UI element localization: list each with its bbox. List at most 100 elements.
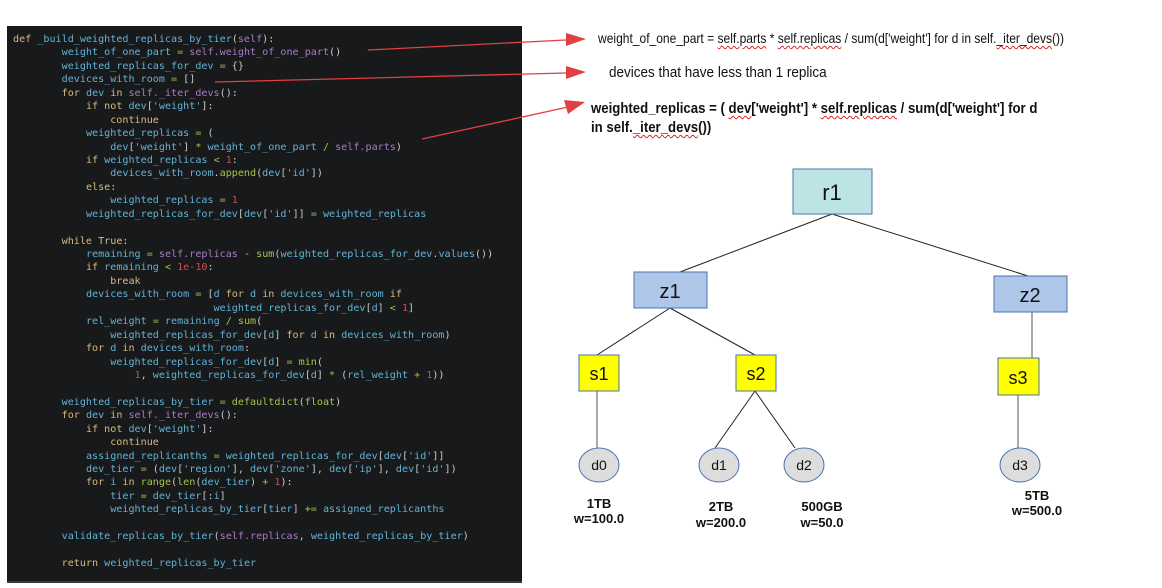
code-line: weighted_replicas_by_tier = defaultdict(…: [13, 396, 493, 409]
spellcheck-word: self.replicas: [820, 100, 897, 117]
region-node-r1: r1: [792, 168, 873, 215]
code-token: 1: [401, 302, 409, 314]
code-token: dev: [243, 208, 263, 220]
zone-label: z1: [659, 281, 680, 303]
annotation-text: ()): [698, 119, 712, 136]
server-label: s1: [589, 364, 608, 384]
code-token: :: [207, 262, 214, 274]
code-line: tier = dev_tier[:i]: [13, 490, 493, 503]
code-token: for: [61, 87, 86, 99]
spellcheck-word: self.parts: [717, 30, 767, 46]
code-token: ): [250, 477, 263, 489]
code-token: weighted_replicas_by_tier: [61, 396, 220, 408]
code-token: min: [298, 356, 317, 368]
code-line: devices_with_room = []: [13, 73, 493, 86]
code-token: dev: [395, 464, 415, 475]
code-token: 'region': [183, 464, 232, 475]
code-token: if not: [85, 423, 129, 435]
code-token: weighted_replicas: [322, 208, 427, 220]
device-node-d2: d2 500GB w=50.0: [783, 447, 844, 530]
code-line: else:: [13, 181, 493, 194]
code-token: weighted_replicas_for_dev: [85, 208, 238, 220]
code-token: 'weight': [152, 423, 202, 435]
code-token: =: [177, 47, 184, 59]
code-token: 'zone': [274, 464, 311, 475]
arrow-head-1: [566, 33, 586, 46]
code-token: =: [219, 60, 226, 72]
code-token: [: [262, 504, 269, 516]
code-token: 'id': [268, 208, 293, 220]
code-token: devices_with_room: [341, 329, 445, 341]
code-line: weighted_replicas_for_dev[dev['id']] = w…: [13, 208, 493, 221]
code-token: self._iter_devs: [128, 410, 220, 422]
region-label: r1: [822, 180, 842, 205]
code-token: d: [213, 289, 226, 301]
code-token: :: [122, 235, 129, 247]
code-line: break: [13, 275, 493, 288]
code-token: weighted_replicas: [110, 195, 220, 207]
zone-node-z2: z2: [993, 275, 1068, 313]
code-token: 'ip': [353, 464, 378, 475]
code-token: return: [61, 558, 105, 570]
code-token: i: [110, 477, 123, 489]
device-weight: w=200.0: [695, 515, 746, 530]
code-token: )): [432, 369, 445, 381]
device-label: d3: [1012, 457, 1028, 473]
code-token: weighted_replicas: [104, 154, 214, 166]
code-token: [: [146, 101, 153, 113]
code-token: ]]: [292, 208, 311, 220]
device-label: d1: [711, 457, 727, 473]
code-token: tier: [110, 490, 141, 502]
code-line: weighted_replicas_for_dev[d] for d in de…: [13, 329, 493, 342]
code-line: devices_with_room = [d for d in devices_…: [13, 288, 493, 301]
code-token: i: [213, 490, 220, 502]
edge-r1-z2: [831, 213, 1029, 277]
code-line: weighted_replicas_by_tier[tier] += assig…: [13, 503, 493, 516]
code-token: in: [110, 410, 129, 422]
code-token: weighted_replicas_for_dev: [280, 249, 433, 260]
code-token: tier: [268, 504, 293, 516]
code-token: dev: [383, 450, 402, 462]
tree-edges: [596, 213, 1033, 449]
code-token: dev: [110, 141, 129, 153]
code-token: (: [201, 128, 214, 140]
code-token: 1: [231, 195, 238, 207]
code-token: ]: [408, 302, 415, 314]
code-line: for dev in self._iter_devs():: [13, 409, 493, 422]
code-token: defaultdict: [231, 396, 299, 408]
device-node-d3: d3 5TB w=500.0: [999, 447, 1062, 518]
code-token: 1: [225, 154, 232, 166]
code-line: devices_with_room.append(dev['id']): [13, 167, 493, 180]
code-token: [: [401, 450, 409, 462]
code-token: /: [322, 141, 330, 153]
code-token: else: [85, 181, 111, 193]
edge-s2-d2: [754, 390, 796, 449]
code-token: ],: [231, 464, 251, 475]
code-line: weighted_replicas = 1: [13, 194, 493, 207]
device-size: 2TB: [709, 499, 734, 514]
device-label: d2: [796, 457, 812, 473]
code-token: :: [243, 343, 251, 355]
code-token: dev: [128, 101, 147, 113]
code-line: rel_weight = remaining / sum(: [13, 315, 493, 328]
code-token: <: [213, 154, 220, 166]
zone-label: z2: [1019, 285, 1040, 307]
code-token: +: [414, 369, 421, 381]
code-token: weighted_replicas_for_dev: [152, 369, 305, 381]
code-token: weighted_replicas_for_dev: [110, 329, 263, 341]
code-token: {}: [225, 60, 244, 72]
code-token: sum: [256, 249, 275, 260]
annotation-text: weighted_replicas = (: [591, 100, 729, 117]
code-token: in: [122, 343, 141, 355]
code-token: break: [110, 275, 141, 287]
code-token: devices_with_room: [280, 289, 390, 301]
code-token: for: [61, 410, 86, 422]
code-token: [: [365, 302, 372, 314]
edge-z1-s1: [596, 307, 671, 356]
code-token: :: [231, 154, 238, 166]
zone-node-z1: z1: [633, 271, 708, 309]
code-token: =: [310, 208, 317, 220]
arrow-devices-with-room: [214, 72, 567, 83]
server-label: s2: [746, 364, 765, 384]
code-token: for: [225, 289, 251, 301]
